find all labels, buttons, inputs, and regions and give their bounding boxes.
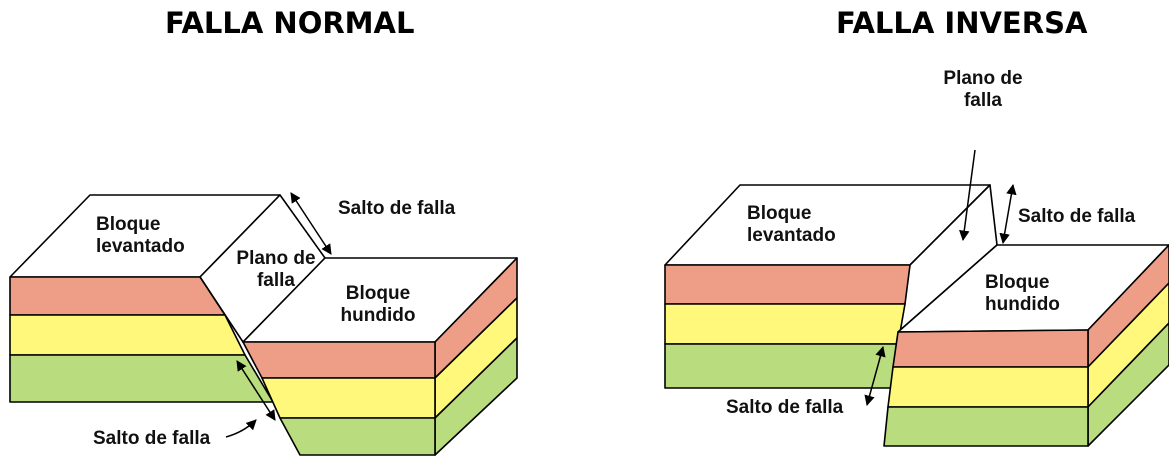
reverse-fault-plane-line-1: Plano de	[943, 68, 1023, 89]
reverse-fault-diagram	[664, 149, 1169, 447]
normal-fault-plane-line-1: Plano de	[236, 248, 316, 269]
reverse-downthrown-yellow-front	[887, 366, 1089, 408]
reverse-upthrown-yellow-layer	[664, 303, 906, 345]
normal-downthrown-yellow-front	[261, 377, 436, 419]
normal-downthrown-line-2: hundido	[340, 305, 416, 326]
normal-downthrown-green-front	[279, 417, 436, 456]
normal-upthrown-green-layer	[9, 354, 274, 403]
reverse-downthrown-line-1: Bloque	[985, 272, 1050, 293]
reverse-fault-plane-label: Plano de falla	[928, 68, 1038, 112]
normal-throw-label-leader	[225, 419, 257, 438]
normal-fault-plane-label: Plano de falla	[228, 248, 324, 292]
normal-fault-diagram	[9, 192, 518, 456]
normal-downthrown-block-label: Bloque hundido	[318, 283, 438, 327]
reverse-downthrown-line-2: hundido	[985, 294, 1060, 315]
reverse-upthrown-line-1: Bloque	[747, 203, 812, 224]
reverse-fault-plane-line-2: falla	[963, 90, 1003, 111]
normal-upthrown-red-layer	[9, 276, 226, 316]
normal-throw-bottom-label: Salto de falla	[93, 428, 211, 449]
normal-downthrown-red-front	[242, 341, 436, 379]
normal-upthrown-line-2: levantado	[96, 236, 185, 257]
normal-throw-top-label: Salto de falla	[338, 198, 456, 219]
reverse-throw-top-label: Salto de falla	[1018, 206, 1136, 227]
normal-throw-arrow-bottom	[236, 360, 276, 421]
reverse-upthrown-block-label: Bloque levantado	[747, 203, 836, 247]
reverse-upthrown-line-2: levantado	[747, 225, 836, 246]
normal-upthrown-block-label: Bloque levantado	[96, 214, 185, 258]
reverse-throw-bottom-label: Salto de falla	[726, 397, 844, 418]
reverse-throw-arrow-bottom	[864, 345, 886, 407]
reverse-upthrown-green-layer	[664, 343, 899, 389]
normal-upthrown-line-1: Bloque	[96, 214, 161, 235]
normal-upthrown-yellow-layer	[9, 314, 246, 356]
normal-fault-plane-line-2: falla	[256, 270, 296, 291]
reverse-throw-arrow-top	[999, 183, 1017, 245]
reverse-upthrown-red-layer	[664, 264, 911, 305]
reverse-downthrown-block-label: Bloque hundido	[985, 272, 1060, 316]
reverse-fault-title: FALLA INVERSA	[836, 6, 1088, 40]
normal-downthrown-line-1: Bloque	[345, 283, 411, 304]
reverse-downthrown-red-front	[892, 329, 1089, 368]
normal-fault-title: FALLA NORMAL	[165, 6, 415, 40]
reverse-downthrown-green-front	[883, 406, 1089, 447]
normal-throw-arrow-top	[290, 192, 332, 255]
reverse-fault-plane-pointer	[959, 149, 976, 242]
